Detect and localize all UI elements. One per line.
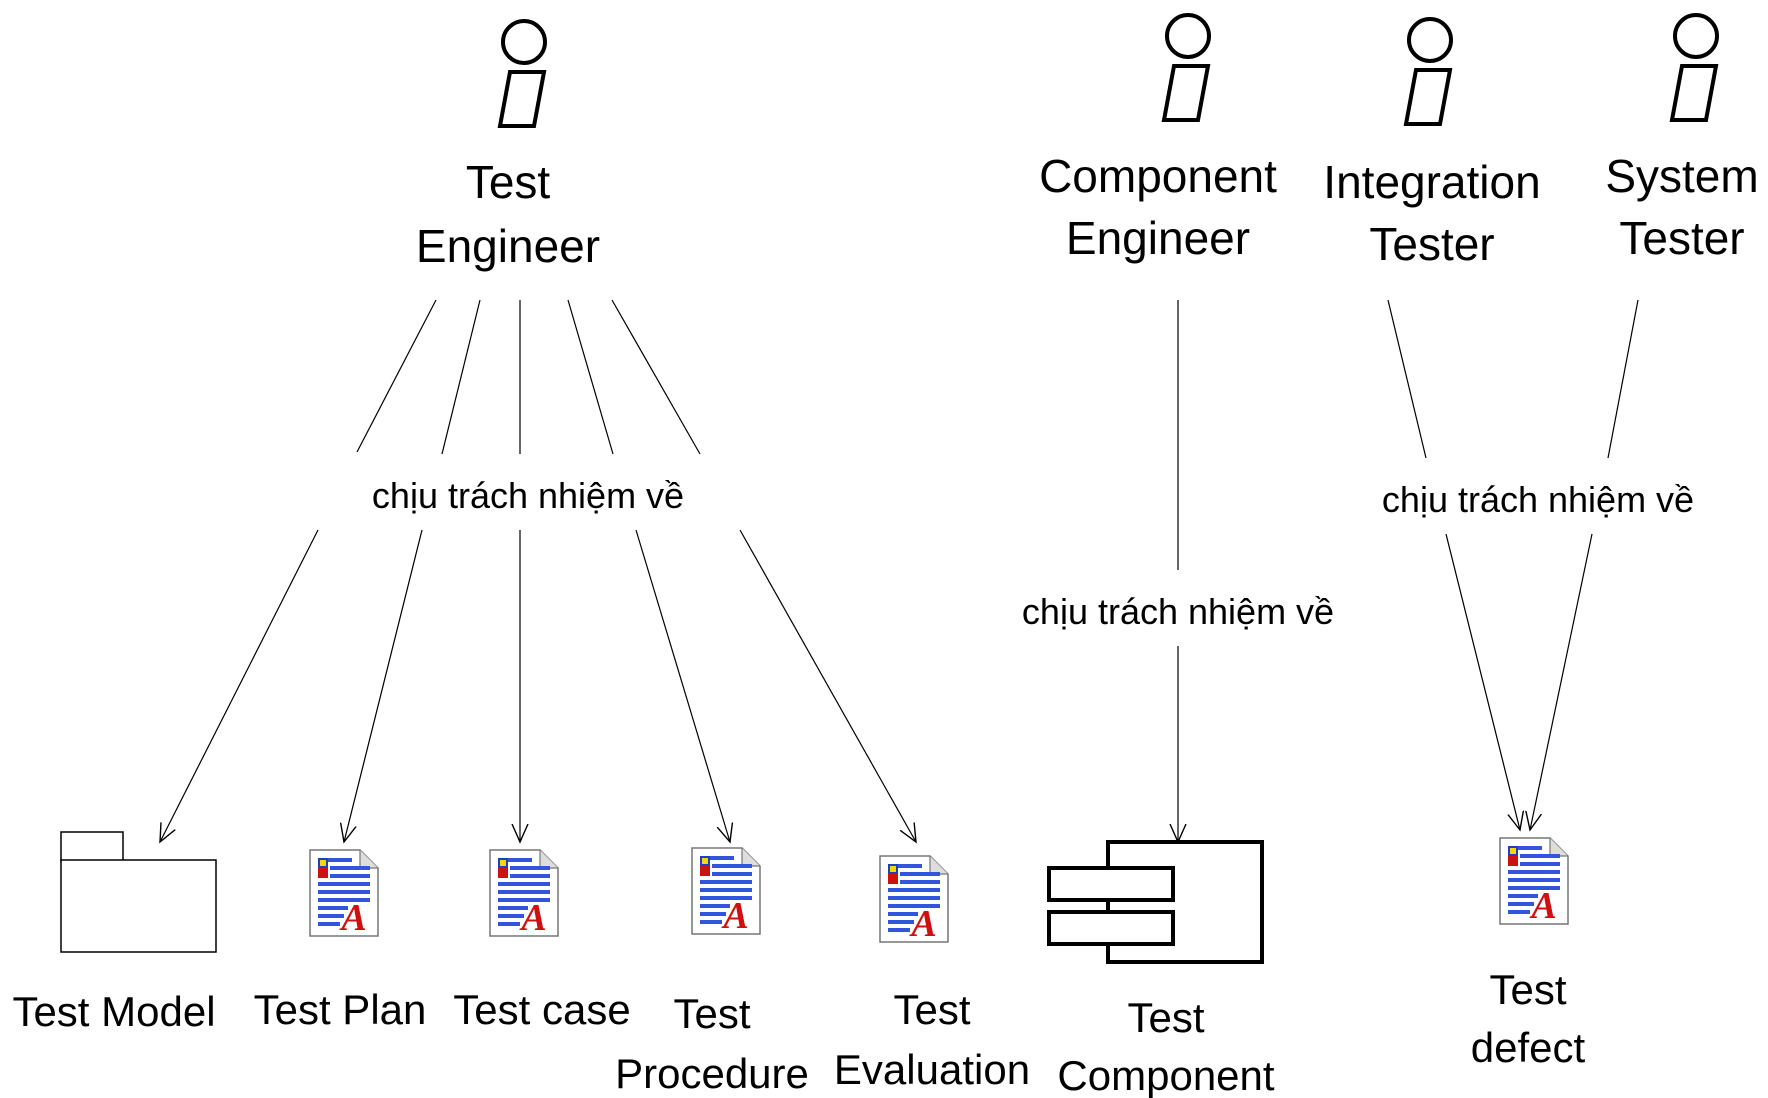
edge-label-test-model bbox=[160, 529, 319, 842]
edge-label-test-procedure bbox=[635, 529, 730, 842]
edge-label-test-defect-2 bbox=[1530, 533, 1593, 830]
actor-name-line-2: Tester bbox=[1369, 218, 1494, 270]
artifact-name-line-1: Test bbox=[893, 986, 970, 1033]
stick-actor-icon bbox=[1404, 17, 1453, 126]
edge-integration-tester-label bbox=[1387, 299, 1427, 459]
document-icon bbox=[1499, 837, 1569, 928]
artifact-test-component: Test Component bbox=[1047, 840, 1275, 1098]
artifact-test-plan: Test Plan bbox=[254, 849, 427, 1033]
edge-test-engineer-label-5 bbox=[611, 299, 701, 455]
document-icon bbox=[309, 849, 379, 940]
artifact-name-line-1: Test bbox=[1489, 966, 1566, 1013]
relationship-label-testers: chịu trách nhiệm về bbox=[1382, 479, 1694, 520]
relationship-label-test-engineer: chịu trách nhiệm về bbox=[372, 475, 684, 516]
artifact-name-line-2: Evaluation bbox=[834, 1046, 1030, 1093]
stick-actor-icon bbox=[498, 19, 547, 128]
artifact-test-procedure: Test Procedure bbox=[615, 847, 809, 1097]
edge-test-engineer-label-4 bbox=[567, 299, 614, 455]
artifact-name-line-2: Procedure bbox=[615, 1050, 809, 1097]
edge-label-test-defect-1 bbox=[1445, 533, 1520, 830]
actor-integration-tester: Integration Tester bbox=[1323, 17, 1541, 270]
artifact-name-line-1: Test bbox=[673, 990, 750, 1037]
artifact-test-case: Test case bbox=[453, 849, 631, 1033]
artifact-name-line-2: Component bbox=[1057, 1052, 1274, 1098]
document-icon bbox=[489, 849, 559, 940]
edge-test-engineer-label-2 bbox=[441, 299, 481, 455]
stick-actor-icon bbox=[1670, 13, 1719, 122]
actor-name-line-1: Component bbox=[1039, 150, 1277, 202]
artifact-name-line-2: defect bbox=[1471, 1024, 1586, 1071]
uml-component-icon bbox=[1047, 840, 1264, 964]
actor-name-line-1: Test bbox=[466, 156, 551, 208]
artifact-name-line-1: Test bbox=[1127, 994, 1204, 1041]
actor-name-line-2: Engineer bbox=[416, 220, 600, 272]
edge-test-engineer-label-1 bbox=[356, 299, 437, 453]
actor-name-line-1: System bbox=[1605, 150, 1758, 202]
actor-name-line-2: Engineer bbox=[1066, 212, 1250, 264]
artifact-test-model: Test Model bbox=[12, 831, 217, 1035]
document-icon bbox=[879, 855, 949, 946]
stick-actor-icon bbox=[1162, 13, 1211, 122]
artifact-name-line-1: Test Model bbox=[12, 988, 215, 1035]
relationship-label-component-engineer: chịu trách nhiệm về bbox=[1022, 591, 1334, 632]
artifact-name-line-1: Test Plan bbox=[254, 986, 427, 1033]
edge-label-test-evaluation bbox=[739, 529, 916, 842]
document-icon bbox=[691, 847, 761, 938]
actor-name-line-1: Integration bbox=[1323, 156, 1540, 208]
edge-system-tester-label bbox=[1607, 299, 1639, 459]
actor-name-line-2: Tester bbox=[1619, 212, 1744, 264]
actor-component-engineer: Component Engineer bbox=[1039, 13, 1277, 264]
artifact-test-evaluation: Test Evaluation bbox=[834, 855, 1030, 1093]
actor-test-engineer: Test Engineer bbox=[416, 19, 600, 272]
folder-package-icon bbox=[60, 831, 217, 953]
actor-system-tester: System Tester bbox=[1605, 13, 1759, 264]
artifact-name-line-1: Test case bbox=[453, 986, 630, 1033]
edge-label-test-plan bbox=[344, 529, 423, 842]
artifact-test-defect: Test defect bbox=[1471, 837, 1586, 1071]
